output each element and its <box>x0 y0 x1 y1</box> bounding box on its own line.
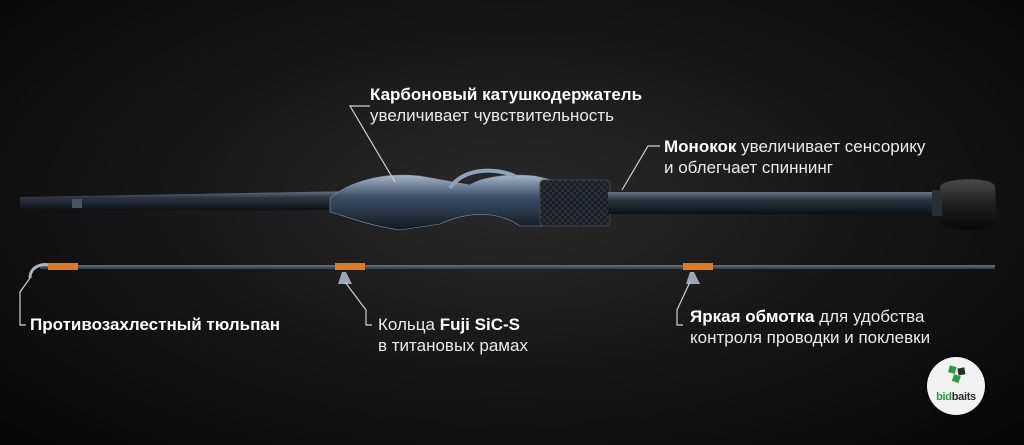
guide-wrap <box>335 263 365 270</box>
rod-butt-section <box>20 168 997 231</box>
guides-label: Кольца Fuji SiC-S в титановых рамах <box>378 315 528 355</box>
logo-mark-icon <box>948 365 966 384</box>
bidbaits-logo[interactable]: bidbaits <box>927 357 985 415</box>
logo-text: bidbaits <box>936 391 976 403</box>
rod-tip-section <box>28 263 995 284</box>
tip-top-label: Противозахлестный тюльпан <box>30 315 281 334</box>
tip-wrap <box>48 263 78 270</box>
wraps-label: Яркая обмотка для удобства контроля пров… <box>690 307 931 347</box>
guide-wrap <box>683 263 713 270</box>
callout-lines <box>19 105 691 326</box>
monocoque-label: Монокок увеличивает сенсорику и облегчае… <box>664 137 926 177</box>
reel-seat-label: Карбоновый катушкодержатель увеличивает … <box>370 85 643 125</box>
